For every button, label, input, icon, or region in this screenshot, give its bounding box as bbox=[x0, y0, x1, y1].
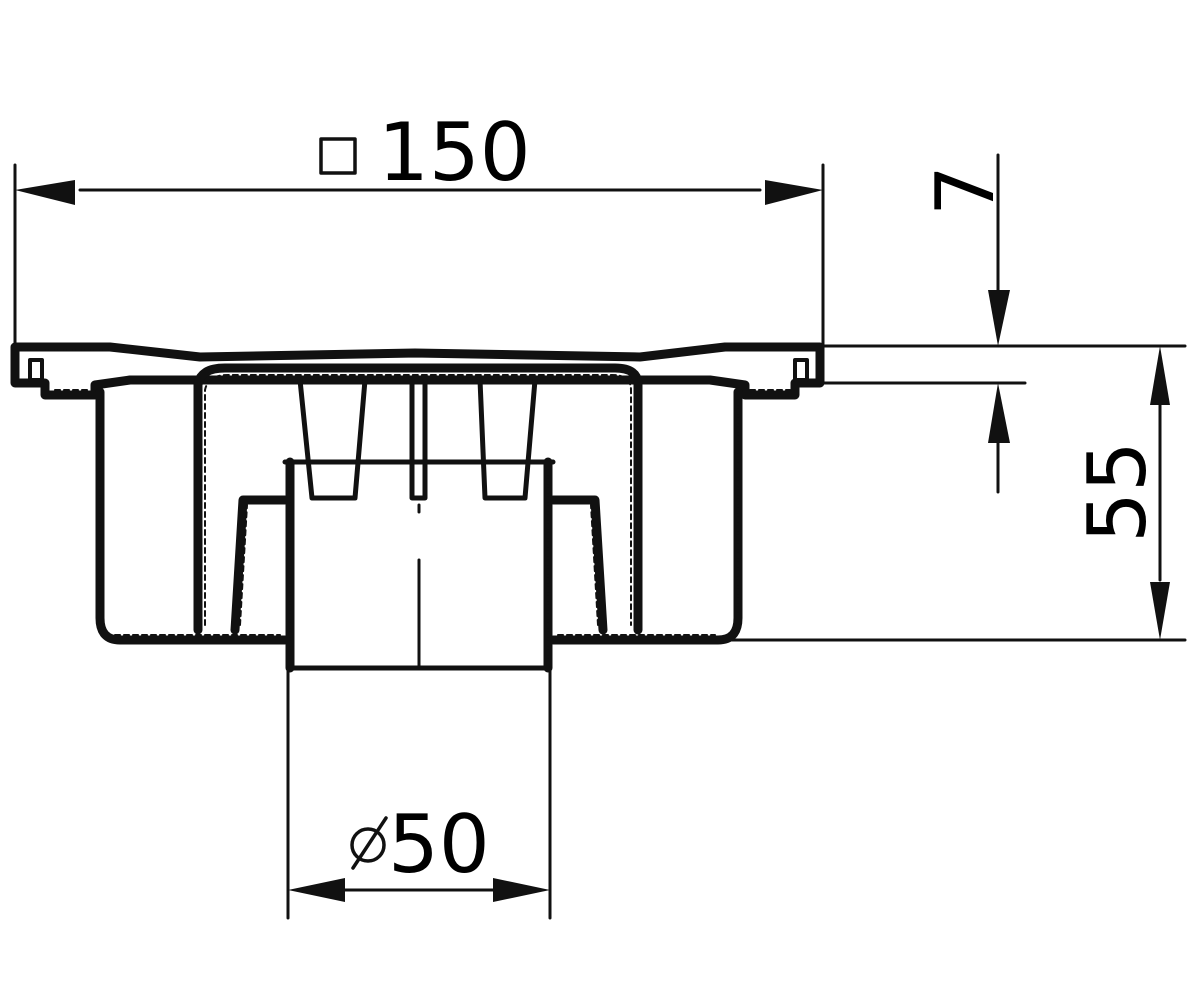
flange-height-dimension: 7 bbox=[818, 153, 1187, 494]
diameter-dimension-label: 50 bbox=[388, 798, 490, 891]
flange-height-arrow-top bbox=[988, 290, 1010, 346]
diameter-arrow-right bbox=[493, 878, 550, 902]
flange-height-arrow-bottom bbox=[988, 383, 1010, 443]
square-symbol-icon bbox=[319, 137, 357, 175]
right-sleeve bbox=[548, 495, 608, 635]
inner-bell bbox=[193, 363, 643, 635]
guide-vanes bbox=[297, 377, 538, 501]
outer-body-hatching bbox=[99, 399, 739, 636]
outlet-diameter-dimension: 50 bbox=[286, 668, 552, 920]
width-arrow-right bbox=[765, 180, 823, 205]
diameter-arrow-left bbox=[288, 878, 345, 902]
flange-slot-left bbox=[28, 358, 44, 382]
drain-cross-section bbox=[10, 342, 825, 673]
outlet-pipe-hatching bbox=[289, 469, 549, 661]
inner-bell-hatching bbox=[204, 374, 632, 626]
flange-hatching bbox=[21, 349, 791, 391]
total-height-dimension: 55 bbox=[723, 346, 1187, 642]
total-height-label: 55 bbox=[1071, 441, 1164, 543]
width-dimension-label: 150 bbox=[378, 106, 531, 199]
sleeve-hatching bbox=[239, 504, 599, 626]
flange-height-label: 7 bbox=[919, 165, 1012, 216]
diameter-symbol-icon bbox=[350, 816, 388, 870]
total-height-arrow-bottom bbox=[1150, 582, 1170, 640]
flange-slot-right bbox=[793, 358, 809, 382]
total-height-arrow-top bbox=[1150, 346, 1170, 405]
top-grate bbox=[10, 342, 825, 400]
width-arrow-left bbox=[15, 180, 75, 205]
width-dimension: 150 bbox=[13, 106, 825, 347]
outer-body bbox=[95, 387, 743, 645]
left-sleeve bbox=[230, 495, 290, 635]
